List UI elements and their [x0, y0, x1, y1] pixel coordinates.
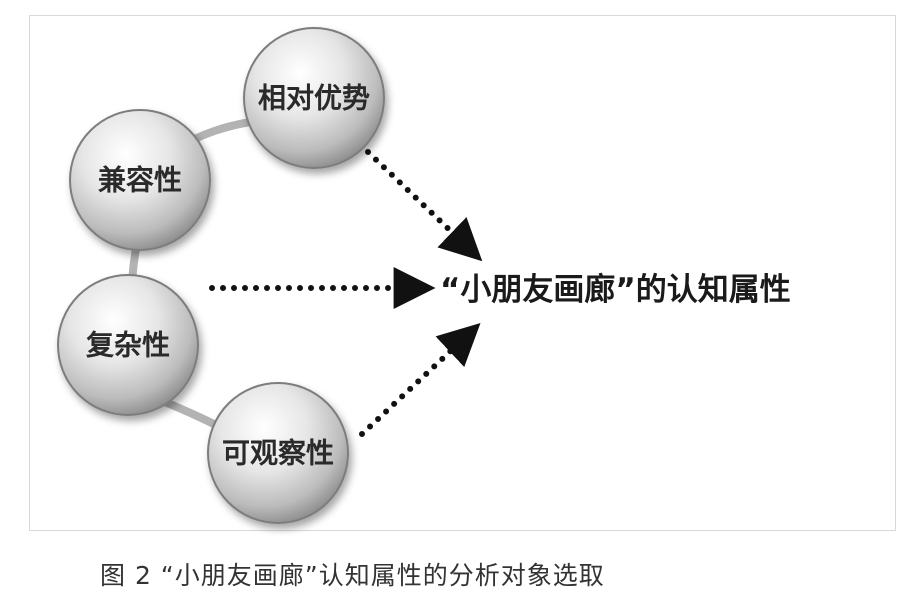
node-observability: 可观察性 [207, 382, 349, 524]
node-label: 可观察性 [222, 437, 334, 470]
connection-line-3 [156, 396, 226, 432]
arrow-bottom [359, 323, 481, 437]
figure-caption: 图 2 “小朋友画廊”认知属性的分析对象选取 [100, 561, 605, 590]
node-label: 兼容性 [98, 164, 182, 197]
node-relative-advantage: 相对优势 [243, 27, 385, 169]
node-label: 相对优势 [258, 82, 370, 115]
arrows [209, 149, 483, 437]
figure-frame [29, 15, 896, 531]
target-label: “小朋友画廊”的认知属性 [440, 272, 791, 308]
node-label: 复杂性 [86, 329, 170, 362]
arrow-top [365, 149, 483, 262]
node-compatibility: 兼容性 [69, 109, 211, 251]
node-complexity: 复杂性 [57, 274, 199, 416]
